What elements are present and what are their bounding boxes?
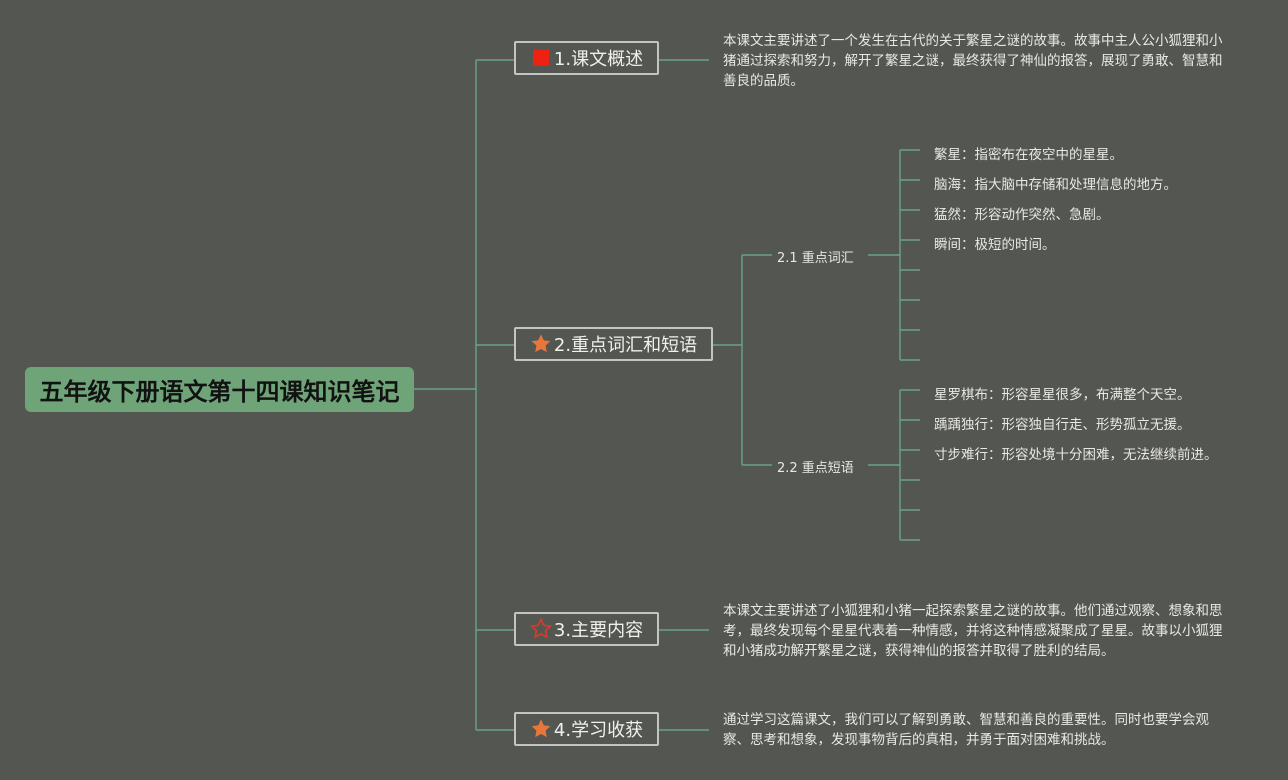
- topic-label: 3.主要内容: [553, 620, 644, 641]
- root-title: 五年级下册语文第十四课知识笔记: [39, 378, 400, 406]
- topic-label: 1.课文概述: [553, 49, 644, 70]
- topic-vocabulary[interactable]: 2.重点词汇和短语: [514, 327, 713, 361]
- overview-description: 本课文主要讲述了一个发生在古代的关于繁星之谜的故事。故事中主人公小狐狸和小猪通过…: [723, 33, 1223, 89]
- orange-star-icon: [530, 333, 552, 355]
- key-phrase-item: 星罗棋布：形容星星很多，布满整个天空。: [934, 387, 1191, 403]
- outline-star-icon: [529, 617, 552, 640]
- topic-learning-gains[interactable]: 4.学习收获: [514, 712, 659, 746]
- topic-label: 2.重点词汇和短语: [553, 335, 698, 356]
- topic-main-content[interactable]: 3.主要内容: [514, 612, 659, 646]
- key-word-item: 脑海：指大脑中存储和处理信息的地方。: [934, 177, 1177, 193]
- topic-label: 4.学习收获: [553, 720, 644, 741]
- subtopic-key-words[interactable]: 2.1 重点词汇: [777, 251, 854, 266]
- key-word-item: 瞬间：极短的时间。: [934, 237, 1056, 253]
- red-square-icon: [530, 47, 552, 69]
- root-node[interactable]: 五年级下册语文第十四课知识笔记: [25, 367, 414, 412]
- subtopic-key-phrases[interactable]: 2.2 重点短语: [777, 461, 854, 476]
- key-phrase-item: 寸步难行：形容处境十分困难，无法继续前进。: [934, 447, 1218, 463]
- key-word-item: 猛然：形容动作突然、急剧。: [934, 207, 1110, 223]
- key-word-item: 繁星：指密布在夜空中的星星。: [934, 147, 1123, 163]
- orange-star-icon: [530, 718, 552, 740]
- topic-overview[interactable]: 1.课文概述: [514, 41, 659, 75]
- main-content-description: 本课文主要讲述了小狐狸和小猪一起探索繁星之谜的故事。他们通过观察、想象和思考，最…: [723, 603, 1223, 659]
- learning-gains-description: 通过学习这篇课文，我们可以了解到勇敢、智慧和善良的重要性。同时也要学会观察、思考…: [723, 712, 1209, 748]
- key-phrase-item: 踽踽独行：形容独自行走、形势孤立无援。: [934, 417, 1191, 433]
